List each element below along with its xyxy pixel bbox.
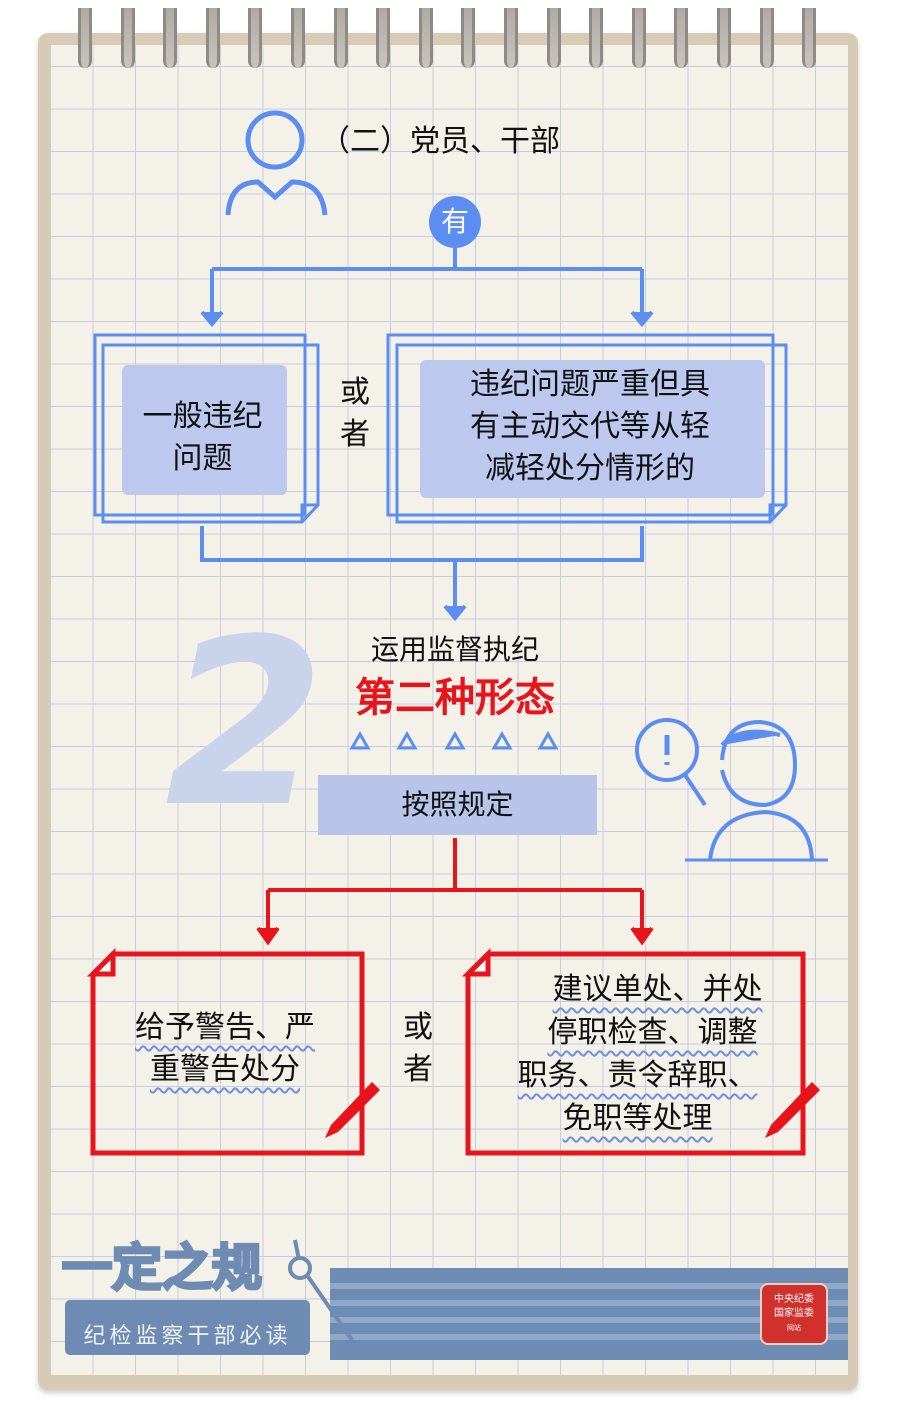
text-line: 问题	[172, 441, 233, 476]
binding-ring	[78, 8, 92, 68]
text-line: 职务、责令辞职、	[517, 1058, 758, 1093]
text-line: 或	[403, 1010, 433, 1045]
binding-ring	[802, 8, 817, 68]
bottom-connector	[256, 838, 654, 946]
binding-ring	[205, 8, 220, 68]
left-top-box-frame	[93, 333, 320, 524]
rule-label: 按照规定	[318, 775, 597, 835]
footer-logo-subtitle: 纪检监察干部必读	[83, 1324, 292, 1349]
seal-logo: 中央纪委 国家监委 网站	[760, 1283, 828, 1345]
binding-ring	[717, 8, 731, 68]
apply-text: 运用监督执纪	[370, 633, 539, 666]
text-line: 者	[403, 1052, 433, 1087]
binding-ring	[248, 8, 263, 68]
binding-ring	[418, 8, 433, 68]
left-top-shade	[122, 365, 287, 495]
compass-icon	[288, 1239, 354, 1342]
binding-ring	[759, 8, 774, 68]
binding-ring	[333, 8, 348, 68]
text-line: 有主动交代等从轻	[470, 409, 710, 444]
triangle-row	[349, 730, 559, 750]
binding-ring	[546, 8, 561, 68]
binding-ring	[631, 8, 646, 68]
seal-line: 国家监委	[774, 1308, 814, 1319]
binding-ring	[504, 8, 518, 68]
pencil-icon	[325, 1082, 380, 1138]
binding-ring	[120, 8, 135, 68]
ruler	[65, 1300, 310, 1355]
detective-illustration	[635, 718, 828, 862]
binding-ring	[589, 8, 604, 68]
or-label-bottom: 或 者	[398, 1007, 438, 1091]
bottom-left-box-frame	[86, 947, 365, 1156]
binding-ring	[461, 8, 476, 68]
bottom-right-box-frame	[461, 947, 806, 1156]
binding-ring	[163, 8, 178, 68]
binding-ring	[376, 8, 391, 68]
right-top-box-text: 违纪问题严重但具 有主动交代等从轻 减轻处分情形的	[400, 364, 780, 490]
or-label-top: 或 者	[335, 372, 375, 456]
text-line: 停职检查、调整	[547, 1015, 758, 1050]
bottom-right-box-text: 建议单处、并处 停职检查、调整 职务、责令辞职、 免职等处理	[480, 968, 795, 1140]
binding-ring	[291, 8, 305, 68]
left-top-box-text: 一般违纪 问题	[105, 396, 300, 480]
right-top-shade	[420, 360, 765, 498]
right-top-box-frame	[386, 333, 788, 524]
text-line: 建议单处、并处	[552, 972, 763, 1007]
text-line: 一般违纪	[142, 399, 263, 434]
binding-ring	[674, 8, 689, 68]
seal-line: 中央纪委	[774, 1294, 814, 1305]
top-connector	[200, 248, 654, 622]
pencil-icon	[765, 1082, 820, 1138]
text-line: 违纪问题严重但具	[470, 367, 710, 402]
form-title: 第二种形态	[355, 675, 555, 721]
seal-line: 网站	[787, 1324, 801, 1332]
footer-logo-title: 一定之规	[61, 1238, 264, 1299]
text-line: 给予警告、严	[135, 1010, 315, 1045]
big-number: 2	[165, 591, 326, 858]
has-badge: 有	[429, 196, 481, 248]
text-line: 者	[340, 417, 370, 452]
text-line: 重警告处分	[150, 1052, 300, 1087]
bottom-left-box-text: 给予警告、严 重警告处分	[100, 1007, 350, 1091]
text-line: 或	[340, 375, 370, 410]
text-line: 减轻处分情形的	[485, 451, 695, 486]
person-icon	[225, 110, 328, 216]
section-title: （二）党员、干部	[320, 124, 560, 159]
text-line: 免职等处理	[562, 1101, 713, 1136]
